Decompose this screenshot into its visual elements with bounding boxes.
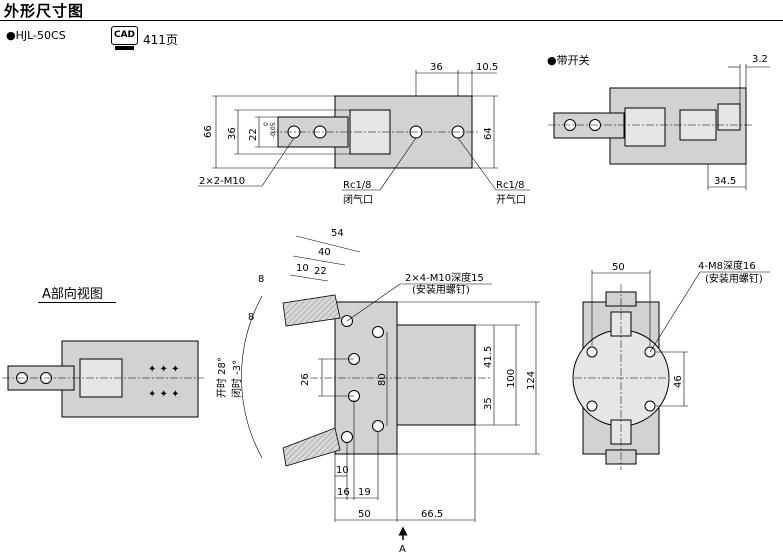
cad-monitor-icon[interactable]: CAD bbox=[111, 26, 138, 45]
front-cylinder bbox=[396, 324, 476, 426]
dim-54: 54 bbox=[331, 228, 344, 239]
angle-arc bbox=[241, 295, 263, 459]
cad-monitor-stand bbox=[115, 46, 134, 50]
cad-icon-text: CAD bbox=[113, 30, 136, 40]
dim-50-side: 50 bbox=[612, 262, 625, 273]
dim-41-5: 41.5 bbox=[483, 346, 494, 368]
front-view: 开时 28° 闭时 -3° 54 40 10 22 8 8 26 80 41.5… bbox=[216, 228, 540, 555]
dim-line-54 bbox=[295, 235, 361, 253]
callout-closed-port: Rc1/8 bbox=[343, 180, 372, 191]
dim-36-left: 36 bbox=[227, 127, 238, 140]
dim-10-front-bottom: 10 bbox=[336, 465, 349, 476]
view-a-holes-row2: ✦ ✦ ✦ bbox=[148, 389, 180, 400]
front-jaw-upper bbox=[282, 294, 341, 327]
top-view: 36 10.5 66 36 22 0 -0.05 64 2×2-M10 Rc1/… bbox=[198, 62, 530, 206]
dim-3-2: 3.2 bbox=[752, 54, 768, 65]
dim-line-40 bbox=[292, 255, 346, 266]
switch-jaw-guide bbox=[624, 107, 666, 147]
dim-100: 100 bbox=[506, 369, 517, 388]
dim-8-upper: 8 bbox=[258, 274, 264, 285]
callout-2x4-m10: 2×4-M10深度15 bbox=[405, 271, 484, 284]
dim-26: 26 bbox=[300, 373, 311, 386]
view-a: ✦ ✦ ✦ ✦ ✦ ✦ bbox=[2, 340, 204, 418]
dim-50-front: 50 bbox=[358, 509, 371, 520]
dim-34-5: 34.5 bbox=[714, 176, 736, 187]
callout-2x2-m10: 2×2-M10 bbox=[199, 176, 245, 187]
side-view: 50 46 4-M8深度16 (安装用螺钉) bbox=[572, 259, 770, 470]
switch-view: 3.2 34.5 bbox=[548, 54, 770, 190]
callout-closed-port-label: 闭气口 bbox=[343, 193, 373, 206]
angle-closed: 闭时 -3° bbox=[230, 360, 243, 398]
dim-8-lower: 8 bbox=[248, 312, 254, 323]
callout-4-m8-note: (安装用螺钉) bbox=[705, 272, 763, 285]
callout-4-m8: 4-M8深度16 bbox=[698, 259, 756, 272]
dim-46: 46 bbox=[673, 375, 684, 388]
dim-line-22-front bbox=[289, 274, 329, 282]
front-jaw-lower bbox=[282, 427, 341, 467]
dim-22: 22 bbox=[248, 128, 259, 141]
dim-19: 19 bbox=[358, 487, 371, 498]
view-a-underline bbox=[38, 302, 116, 303]
view-arrow-label: A bbox=[399, 544, 406, 555]
dim-22-tol-minus: -0.05 bbox=[270, 122, 277, 138]
dim-40: 40 bbox=[318, 247, 331, 258]
cad-page-ref[interactable]: 411页 bbox=[143, 33, 178, 47]
dim-36-top: 36 bbox=[430, 62, 443, 73]
model-label: ●HJL-50CS bbox=[6, 29, 66, 42]
view-a-holes-row1: ✦ ✦ ✦ bbox=[148, 364, 180, 375]
callout-open-port-label: 开气口 bbox=[496, 193, 526, 206]
page-title: 外形尺寸图 bbox=[4, 2, 85, 20]
dim-35: 35 bbox=[483, 397, 494, 410]
dim-64: 64 bbox=[483, 127, 494, 140]
callout-open-port: Rc1/8 bbox=[496, 180, 525, 191]
dim-66-5: 66.5 bbox=[421, 509, 443, 520]
switch-view-label: ●带开关 bbox=[547, 54, 590, 67]
view-a-title: A部向视图 bbox=[42, 287, 103, 302]
dim-10-front-top: 10 bbox=[296, 263, 309, 274]
switch-unit bbox=[717, 103, 741, 131]
dim-22-tol-plus: 0 bbox=[263, 122, 270, 126]
title-divider bbox=[0, 20, 783, 21]
dim-22-front: 22 bbox=[314, 266, 327, 277]
dim-16: 16 bbox=[337, 487, 350, 498]
dim-66: 66 bbox=[203, 125, 214, 138]
angle-open: 开时 28° bbox=[216, 357, 228, 398]
dim-124: 124 bbox=[526, 371, 537, 390]
dim-10-5: 10.5 bbox=[476, 62, 498, 73]
dim-80: 80 bbox=[377, 373, 388, 386]
callout-2x4-m10-note: (安装用螺钉) bbox=[412, 283, 470, 296]
